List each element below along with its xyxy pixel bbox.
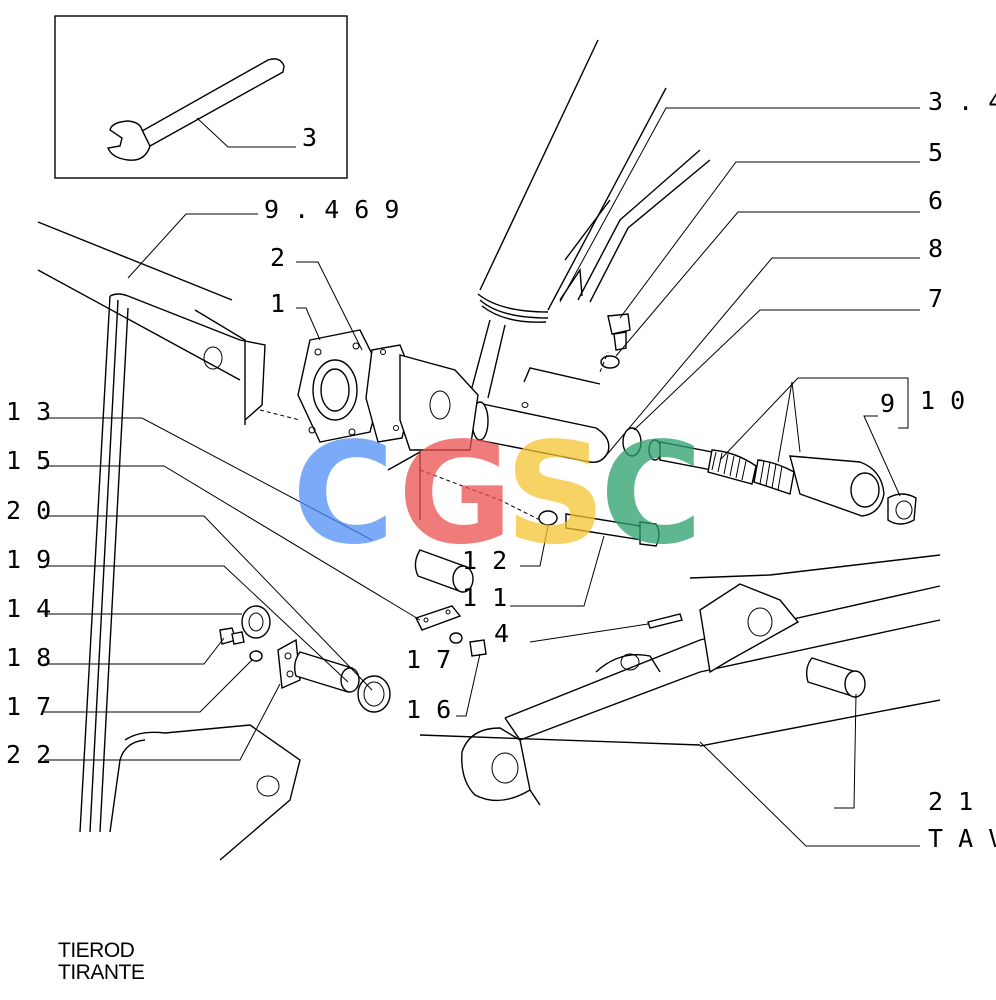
bushing-part-20 — [357, 675, 391, 713]
watermark-letter-g: G — [398, 413, 513, 576]
lower-link-arm — [419, 554, 941, 806]
callout-17-left: 1 7 — [6, 692, 51, 721]
callout-22: 2 2 — [6, 740, 51, 769]
callout-19: 1 9 — [6, 545, 51, 574]
callout-tav: T A V — [928, 824, 996, 853]
callout-13: 1 3 — [6, 397, 51, 426]
wrench-inset: 3 — [54, 15, 348, 179]
nut-part-17-left — [249, 650, 263, 662]
flange-part-1 — [297, 329, 385, 443]
callout-3-inset: 3 — [302, 123, 317, 152]
callout-8: 8 — [928, 234, 943, 263]
pin-part-19 — [293, 651, 360, 693]
callout-3-4: 3 . 4 — [928, 87, 996, 116]
callout-11: 1 1 — [462, 583, 507, 612]
callout-16: 1 6 — [406, 695, 451, 724]
frame-outline — [37, 221, 301, 861]
leader-lines — [44, 107, 920, 847]
pin-part-4 — [647, 613, 683, 629]
callout-5: 5 — [928, 138, 943, 167]
callout-2: 2 — [270, 243, 285, 272]
callout-18: 1 8 — [6, 643, 51, 672]
nut-part-17-right — [449, 632, 463, 644]
watermark-letter-c2: C — [600, 413, 703, 576]
watermark-letter-s: S — [505, 413, 606, 576]
callout-4: 4 — [494, 619, 509, 648]
bolt-part-18 — [219, 627, 245, 645]
plate-part-22 — [277, 638, 301, 690]
watermark-letter-c1: C — [292, 413, 395, 576]
callout-10: 1 0 — [920, 386, 965, 415]
bolt-part-11 — [538, 510, 660, 547]
hydraulic-cylinder — [469, 39, 711, 463]
callout-17-right: 1 7 — [406, 645, 451, 674]
callout-20: 2 0 — [6, 496, 51, 525]
watermark-logo: C G S C — [292, 413, 703, 576]
callout-21: 2 1 — [928, 787, 973, 816]
washer-part-14 — [241, 605, 271, 639]
callout-14: 1 4 — [6, 594, 51, 623]
caption-line-2: TIRANTE — [58, 961, 145, 984]
callout-9: 9 — [880, 389, 895, 418]
callout-1: 1 — [270, 289, 285, 318]
plate-part-15 — [415, 605, 462, 631]
callout-7: 7 — [928, 284, 943, 313]
callout-9-469: 9 . 4 6 9 — [264, 195, 399, 224]
caption-line-1: TIEROD — [58, 939, 135, 962]
tie-rod-assembly — [622, 427, 917, 525]
flange-part-2 — [365, 344, 479, 520]
bolt-part-16 — [469, 639, 487, 657]
bolt-part-5 — [600, 313, 631, 369]
pin-part-13 — [414, 549, 474, 593]
callout-12: 1 2 — [462, 546, 507, 575]
callout-15: 1 5 — [6, 446, 51, 475]
wrench-icon — [107, 58, 285, 161]
pin-part-21 — [805, 657, 866, 698]
callout-6: 6 — [928, 186, 943, 215]
